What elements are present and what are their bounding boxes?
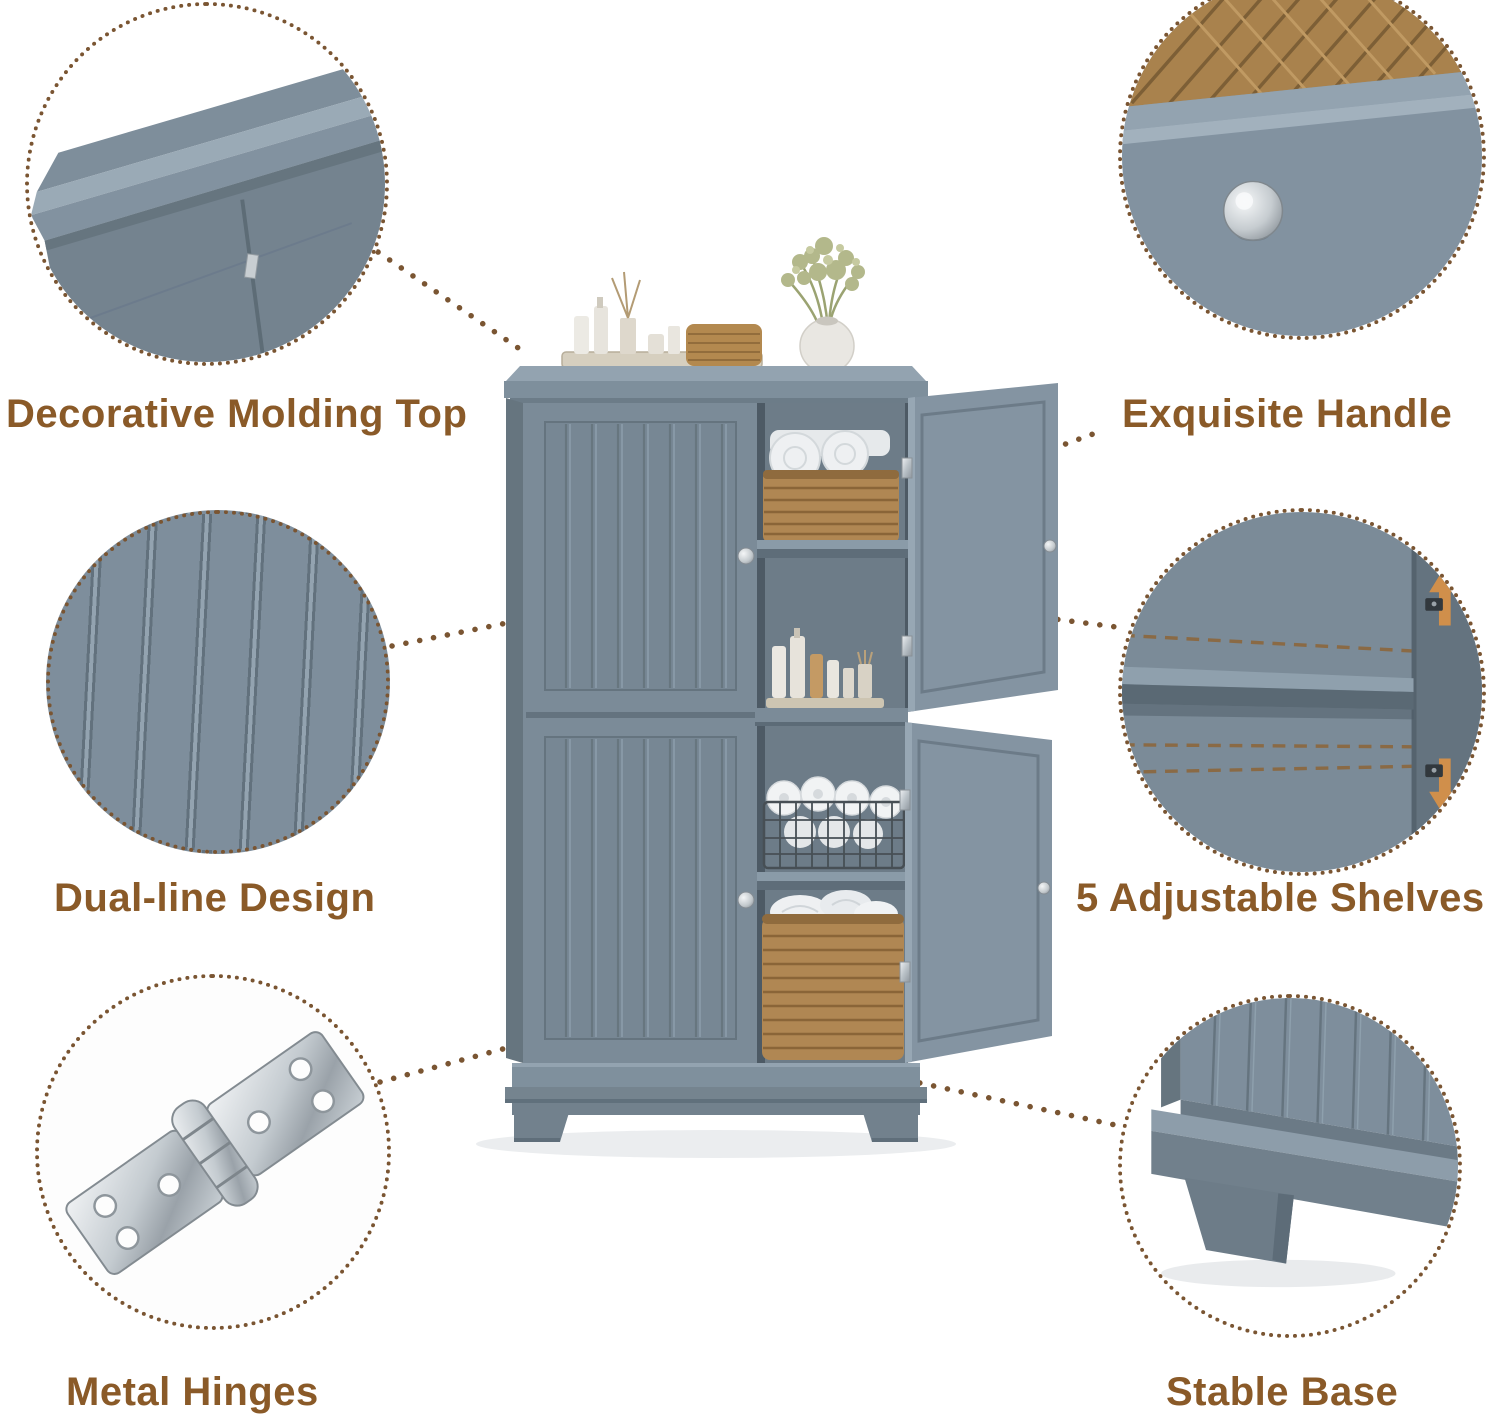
vase (799, 318, 855, 374)
stable-base (505, 1063, 927, 1142)
top-basket (686, 324, 762, 366)
open-door-upper (908, 383, 1058, 712)
toilet-paper-compartment (762, 776, 906, 870)
open-doors (899, 383, 1058, 1063)
plant (781, 237, 865, 374)
label-stable-base: Stable Base (1166, 1370, 1399, 1414)
middle-shelf (751, 708, 908, 726)
label-exquisite-handle: Exquisite Handle (1122, 392, 1453, 436)
handle-detail-circle (1118, 0, 1486, 340)
shelf-lower (757, 872, 908, 890)
label-adjustable-shelves: 5 Adjustable Shelves (1076, 876, 1485, 920)
foot-left (514, 1103, 572, 1142)
stable-base-detail-circle (1118, 994, 1462, 1338)
door-knob-lower-left (737, 891, 755, 909)
door-hinges (899, 457, 913, 983)
towel-basket-compartment (763, 430, 899, 542)
foot-right (860, 1103, 918, 1142)
bottom-basket-compartment (762, 890, 904, 1060)
connector-hinges (377, 1029, 569, 1085)
door-knob-upper-left (737, 547, 755, 565)
handle-detail (1122, 0, 1482, 336)
stable-base-detail (1122, 998, 1458, 1334)
label-metal-hinges: Metal Hinges (66, 1370, 319, 1414)
shelf-upper (757, 540, 908, 558)
label-decorative-molding-top: Decorative Molding Top (6, 392, 468, 436)
metal-hinge-detail (39, 978, 387, 1326)
toiletries-compartment (766, 628, 884, 708)
connector-base (903, 1077, 1123, 1129)
adjustable-shelves-detail (1122, 512, 1482, 872)
top-decor (561, 237, 865, 374)
dual-line-detail-circle (46, 510, 390, 854)
connector-molding (375, 249, 530, 357)
molding-top-detail (29, 6, 385, 362)
open-door-lower (905, 722, 1052, 1063)
metal-hinge-detail-circle (35, 974, 391, 1330)
molding-top-detail-circle (25, 2, 389, 366)
floor-shadow (476, 1130, 956, 1158)
label-dual-line-design: Dual-line Design (54, 876, 376, 920)
adjustable-shelves-detail-circle (1118, 508, 1486, 876)
molding-top (504, 366, 928, 403)
closed-doors (526, 403, 755, 1063)
